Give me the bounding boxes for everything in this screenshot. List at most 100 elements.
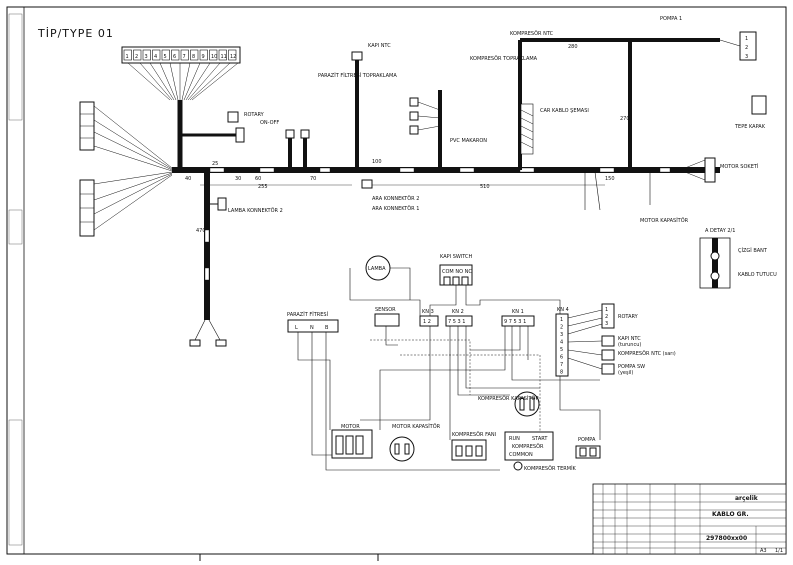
connector-pin-cell: [171, 49, 180, 61]
left-connector-b: [79, 179, 95, 237]
connector-pin-label: 10: [211, 54, 217, 60]
connector-pin-label: 2: [135, 54, 138, 60]
svg-text:START: START: [532, 436, 548, 442]
label-rotary-top: ROTARY: [244, 112, 265, 118]
svg-text:KN 4: KN 4: [557, 307, 569, 313]
label-lamba-konnektor: LAMBA KONNEKTÖR 2: [228, 207, 283, 214]
title-block-name: KABLO GR.: [712, 511, 749, 518]
connector-pin-cell: [142, 49, 151, 61]
dim-510: 510: [480, 184, 490, 190]
kompresor: RUN START COMMON KOMPRESÖR: [504, 431, 554, 461]
label-pompa-top: POMPA 1: [660, 16, 682, 22]
label-cizgi-bant: ÇİZGİ BANT: [738, 247, 768, 254]
label-kompresor-ntc-r: KOMPRESÖR NTC (sarı): [618, 350, 676, 357]
label-car-kablo: CAR KABLO ŞEMASI: [540, 108, 589, 114]
svg-text:KOMPRESÖR TERMİK: KOMPRESÖR TERMİK: [524, 465, 577, 472]
svg-text:SENSOR: SENSOR: [375, 307, 396, 313]
rotary: 1 2 3 ROTARY: [601, 303, 639, 329]
connector-pin-cell: [123, 49, 132, 61]
label-detail-a: A DETAY 2/1: [705, 228, 735, 234]
drawing-title: TİP/TYPE 01: [37, 27, 114, 40]
drawing-frame: [6, 6, 787, 555]
kompresor-fan: KOMPRESÖR FANI: [451, 431, 496, 461]
dim-470: 470: [196, 228, 206, 234]
connector-pin-label: 6: [173, 54, 176, 60]
kapi-switch: KAPI SWITCH COM NO NC: [439, 254, 473, 286]
label-pvc: PVC MAKARON: [450, 138, 487, 144]
dim-280: 280: [568, 44, 578, 50]
svg-text:ROTARY: ROTARY: [618, 314, 639, 320]
label-pompa-sw-sub: (yeşil): [618, 370, 633, 376]
label-motor-soketi: MOTOR SOKETİ: [720, 163, 758, 170]
kompresor-termik: KOMPRESÖR TERMİK: [513, 461, 577, 472]
title-block: arçelik KABLO GR. 297800xx00 A3 1/1: [592, 483, 787, 555]
dim-30: 30: [235, 176, 241, 182]
svg-text:3: 3: [605, 321, 608, 327]
connector-pin-cell: [209, 49, 218, 61]
dim-60: 60: [255, 176, 261, 182]
left-connector-a: [79, 101, 95, 151]
connector-pin-label: 5: [164, 54, 167, 60]
svg-text:7 5 3 1: 7 5 3 1: [448, 319, 466, 325]
label-on-off: ON-OFF: [260, 120, 279, 126]
label-ara-konnektor-2: ARA KONNEKTÖR 2: [372, 195, 419, 202]
svg-text:3: 3: [745, 54, 748, 60]
kompresor-kapasitor: KOMPRESÖR KAPASİTÖR: [478, 391, 540, 417]
connector-pin-label: 4: [154, 54, 157, 60]
sensor: SENSOR: [374, 307, 400, 327]
svg-text:1 2: 1 2: [423, 319, 431, 325]
svg-text:2: 2: [745, 45, 748, 51]
kn4-pin-label: 5: [560, 347, 563, 353]
kn4-pin-label: 7: [560, 362, 563, 368]
dim-150: 150: [605, 176, 615, 182]
label-parazit-top: PARAZİT FİLTRESİ TOPRAKLAMA: [318, 72, 397, 79]
kn4-pin-label: 8: [560, 370, 563, 376]
svg-text:KN 1: KN 1: [512, 309, 524, 315]
dim-70: 70: [310, 176, 316, 182]
kn1: KN 1 9 7 5 3 1: [501, 309, 535, 327]
svg-text:COMMON: COMMON: [509, 452, 533, 458]
svg-text:KOMPRESÖR KAPASİTÖR: KOMPRESÖR KAPASİTÖR: [478, 395, 539, 402]
label-pompa-sw: POMPA SW: [618, 364, 645, 370]
kn4-pin-label: 4: [560, 340, 563, 346]
svg-text:KN 2: KN 2: [452, 309, 464, 315]
svg-text:LAMBA: LAMBA: [368, 266, 386, 272]
svg-text:MOTOR: MOTOR: [341, 424, 360, 430]
svg-text:KAPI SWITCH: KAPI SWITCH: [440, 254, 473, 260]
connector-pin-cell: [161, 49, 170, 61]
connector-pin-label: 9: [202, 54, 205, 60]
connector-pin-cell: [218, 49, 227, 61]
svg-text:1: 1: [605, 307, 608, 313]
label-ara-konnektor-1: ARA KONNEKTÖR 1: [372, 205, 419, 212]
svg-text:KOMPRESÖR FANI: KOMPRESÖR FANI: [452, 431, 496, 438]
label-kompresor-ntc: KOMPRESÖR NTC: [510, 30, 554, 37]
svg-text:POMPA: POMPA: [578, 437, 596, 443]
svg-text:PARAZİT FİTRESİ: PARAZİT FİTRESİ: [287, 311, 328, 318]
kn4-pin-label: 2: [560, 325, 563, 331]
svg-text:L: L: [295, 325, 298, 331]
dim-40: 40: [185, 176, 191, 182]
dim-100: 100: [372, 159, 382, 165]
label-kapi-ntc-top: KAPI NTC: [368, 43, 391, 49]
kn2: KN 2 7 5 3 1: [445, 309, 473, 327]
brand-logo: arçelik: [735, 495, 759, 502]
connector-pin-cell: [228, 49, 237, 61]
lamba-symbol: LAMBA: [365, 255, 391, 281]
svg-text:N: N: [310, 325, 314, 331]
label-kapi-ntc-sub: (turuncu): [618, 342, 641, 348]
label-kapi-ntc: KAPI NTC: [618, 336, 641, 342]
kn4-pin-label: 6: [560, 355, 563, 361]
label-tepe-kapak: TEPE KAPAK: [734, 124, 766, 130]
connector-pin-label: 11: [221, 54, 227, 60]
connector-pin-cell: [199, 49, 208, 61]
svg-text:RUN: RUN: [509, 436, 520, 442]
connector-pin-label: 3: [145, 54, 148, 60]
kn3: KN 3 1 2: [419, 309, 439, 327]
connector-pin-label: 7: [183, 54, 186, 60]
connector-pin-cell: [133, 49, 142, 61]
label-kablo-tutucu: KABLO TUTUCU: [738, 272, 777, 278]
